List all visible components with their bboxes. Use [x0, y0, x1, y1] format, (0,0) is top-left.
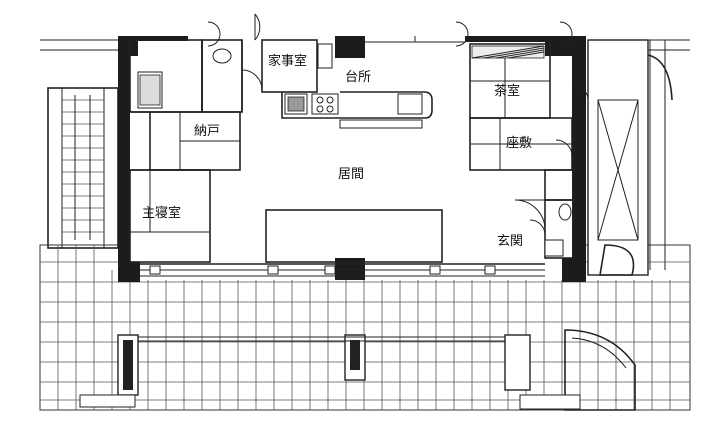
staircase — [47, 87, 119, 249]
room-label-ima: 居間 — [338, 167, 365, 182]
room-label-genkan: 玄関 — [497, 234, 524, 249]
south-windows — [140, 263, 545, 277]
exterior-walls — [118, 36, 586, 282]
room-label-nando: 納戸 — [194, 124, 221, 139]
balcony — [587, 39, 673, 276]
interior-walls — [129, 13, 589, 263]
room-label-kaji: 家事室 — [268, 54, 308, 69]
room-label-daidokoro: 台所 — [345, 70, 372, 85]
room-label-chashitsu: 茶室 — [494, 84, 521, 99]
room-label-zashiki: 座敷 — [506, 136, 533, 151]
lower-structure — [79, 329, 636, 411]
room-label-shushinshitsu: 主寝室 — [142, 206, 182, 221]
